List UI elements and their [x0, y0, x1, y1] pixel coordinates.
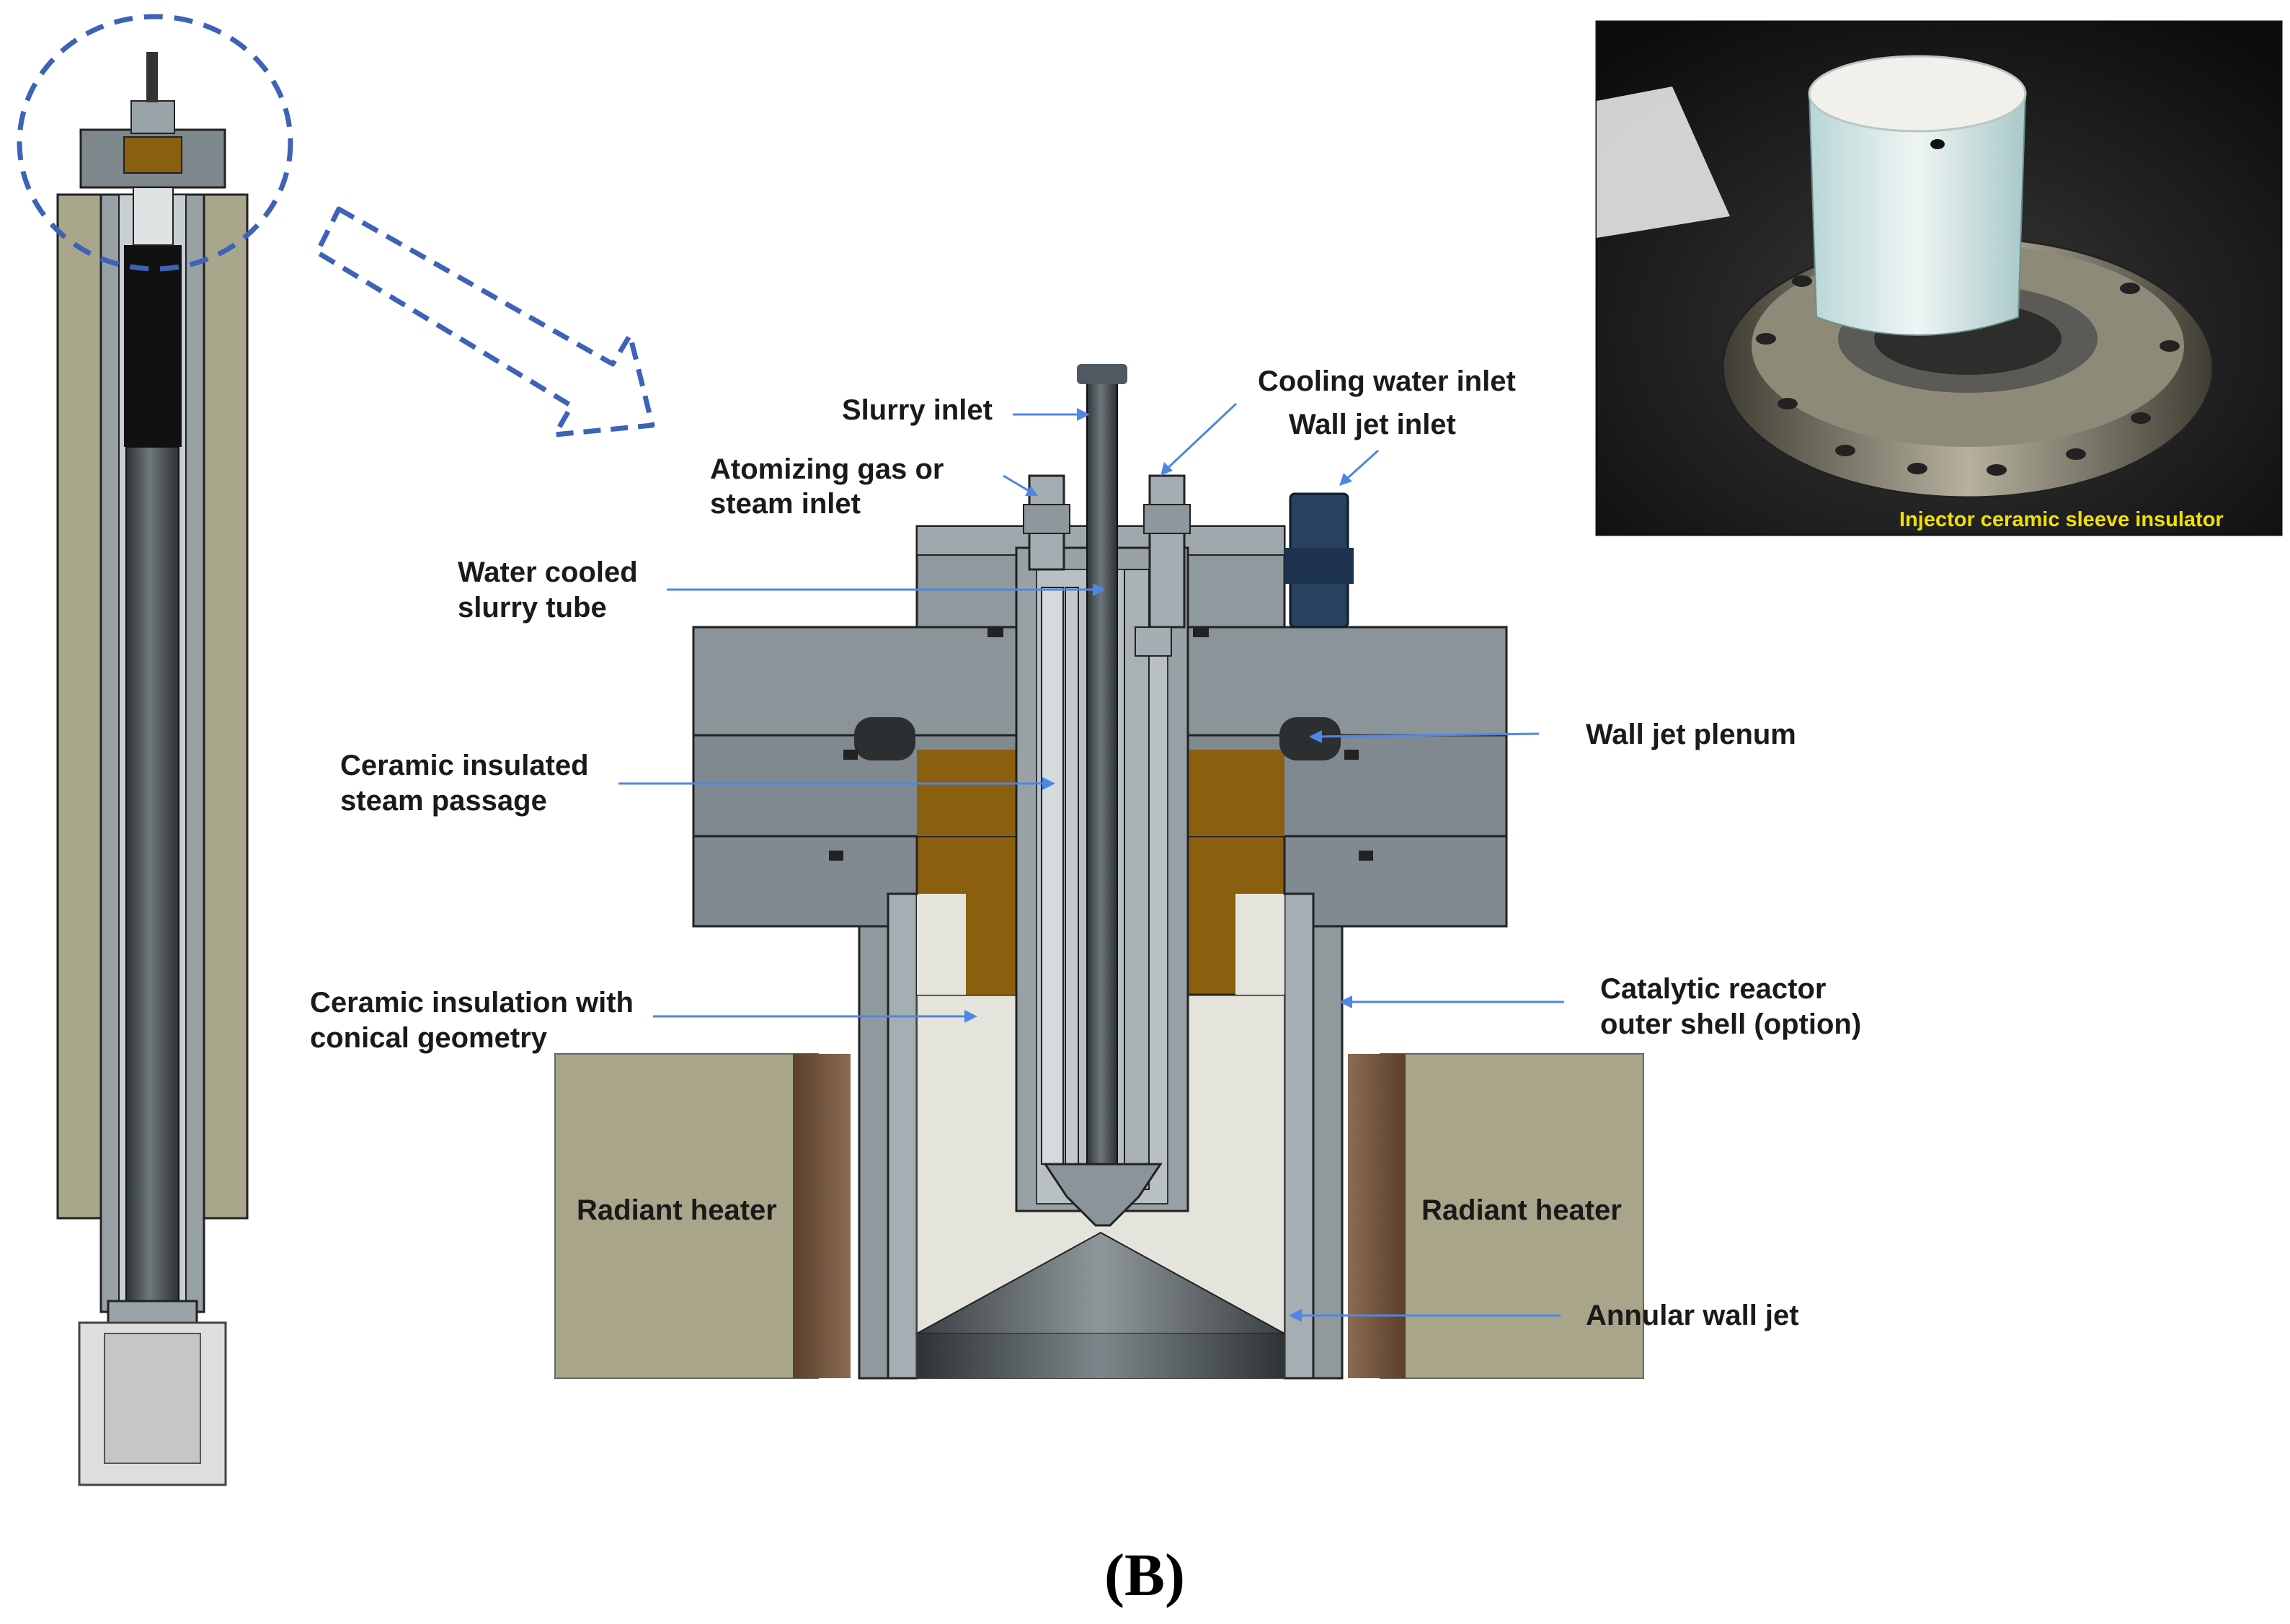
right-heater-jacket: [203, 193, 249, 1220]
arrowhead-plenum: [1309, 730, 1322, 743]
arrowhead-ceramic: [964, 1010, 977, 1023]
label-atomizing-gas-line2: steam inlet: [710, 488, 861, 520]
photo-bolt-holes: [1756, 275, 2180, 476]
photo-sleeve-rim: [1808, 55, 2027, 133]
outer-shell-right: [1312, 925, 1344, 1380]
flange-middle-cut-left: [917, 750, 1016, 836]
injector-assembly-overview: [17, 14, 293, 1486]
head-cap: [130, 100, 175, 134]
photo-paper: [1597, 86, 1730, 238]
injector-cross-section: [554, 364, 1644, 1380]
cooling-outlet: [1135, 626, 1172, 657]
arrowhead-slurry: [1077, 408, 1090, 421]
bolt-6: [1359, 851, 1373, 861]
collector-cup: [104, 1333, 201, 1464]
outer-shell-left: [858, 925, 889, 1380]
left-heater-jacket: [56, 193, 102, 1220]
bronze-sleeve-left-cut: [966, 894, 1016, 995]
arrowhead-steam: [1042, 777, 1055, 790]
arrowhead-catalytic: [1339, 995, 1352, 1008]
label-annular-wall-jet: Annular wall jet: [1586, 1300, 1799, 1331]
cooling-annulus: [1124, 569, 1150, 1190]
ceramic-step-right: [1235, 894, 1284, 995]
label-ceramic-insulation-line2: conical geometry: [310, 1022, 548, 1054]
bolt-5: [829, 851, 843, 861]
plenum-left: [854, 717, 915, 760]
photo-ceramic-sleeve: [1808, 93, 2027, 336]
nozzle-tip: [1043, 1163, 1163, 1227]
slurry-tube: [1086, 367, 1118, 1204]
photo-sleeve-hole: [1930, 139, 1945, 149]
label-radiant-heater-left: Radiant heater: [577, 1194, 777, 1226]
head-stem: [146, 52, 158, 102]
steam-passage-left-2: [1065, 587, 1079, 1165]
leader-cooling-water: [1162, 402, 1238, 474]
label-cooling-water-inlet: Cooling water inlet: [1258, 365, 1516, 397]
slurry-tube-top: [1077, 364, 1127, 384]
arrowhead-cooling: [1160, 462, 1173, 476]
cooling-fitting-right-nut: [1143, 504, 1191, 534]
arrowhead-watercooled: [1093, 583, 1106, 596]
cone-base-tube: [917, 1334, 1284, 1378]
head-body: [133, 187, 174, 246]
label-slurry-inlet: Slurry inlet: [842, 394, 993, 426]
photo-caption: Injector ceramic sleeve insulator: [1899, 508, 2224, 531]
radiant-heater-left-block: [554, 1053, 819, 1379]
head-bronze: [123, 136, 182, 174]
bolt-4: [1344, 750, 1359, 760]
arrowhead-atomizing: [1025, 486, 1038, 496]
label-water-cooled-line1: Water cooled: [458, 556, 638, 588]
label-wall-jet-inlet: Wall jet inlet: [1289, 409, 1456, 440]
plenum-right: [1279, 717, 1341, 760]
inner-shell-left: [887, 892, 918, 1380]
ceramic-step-left: [917, 894, 966, 995]
bolt-1: [988, 627, 1003, 637]
figure-caption: (B): [1104, 1542, 1185, 1609]
label-catalytic-shell-line1: Catalytic reactor: [1600, 973, 1826, 1005]
cooling-fitting-right: [1148, 474, 1186, 629]
label-radiant-heater-right: Radiant heater: [1421, 1194, 1622, 1226]
photo-inset: Injector ceramic sleeve insulator: [1595, 20, 2283, 536]
arrowhead-walljet: [1339, 473, 1352, 486]
flange-middle-cut-right: [1188, 750, 1284, 836]
leader-wall-jet-plenum: [1311, 732, 1540, 738]
radiant-heater-right-block: [1380, 1053, 1644, 1379]
callout-labels: Slurry inlet Cooling water inlet Wall je…: [310, 365, 1861, 1331]
steam-passage-left: [1041, 587, 1064, 1165]
bolt-3: [843, 750, 858, 760]
radiant-heater-right-edge: [1348, 1054, 1406, 1378]
leader-lines: [618, 402, 1564, 1322]
label-ceramic-insulation-line1: Ceramic insulation with: [310, 987, 634, 1019]
label-water-cooled-line2: slurry tube: [458, 592, 607, 624]
inner-shell-right: [1283, 892, 1315, 1380]
label-catalytic-shell-line2: outer shell (option): [1600, 1008, 1861, 1040]
gas-fitting-left-nut: [1023, 504, 1070, 534]
label-steam-passage-line1: Ceramic insulated: [340, 750, 589, 781]
wall-jet-fitting-band: [1284, 548, 1354, 584]
main-rod: [125, 446, 179, 1313]
zoom-arrow: [314, 206, 655, 438]
label-steam-passage-line2: steam passage: [340, 785, 547, 817]
label-atomizing-gas-line1: Atomizing gas or: [710, 453, 944, 485]
bolt-2: [1193, 627, 1209, 637]
zoom-circle: [17, 14, 293, 272]
radiant-heater-left-edge: [793, 1054, 851, 1378]
arrowhead-annular: [1289, 1309, 1302, 1322]
insulation-black: [124, 245, 182, 447]
label-wall-jet-plenum: Wall jet plenum: [1586, 719, 1796, 750]
